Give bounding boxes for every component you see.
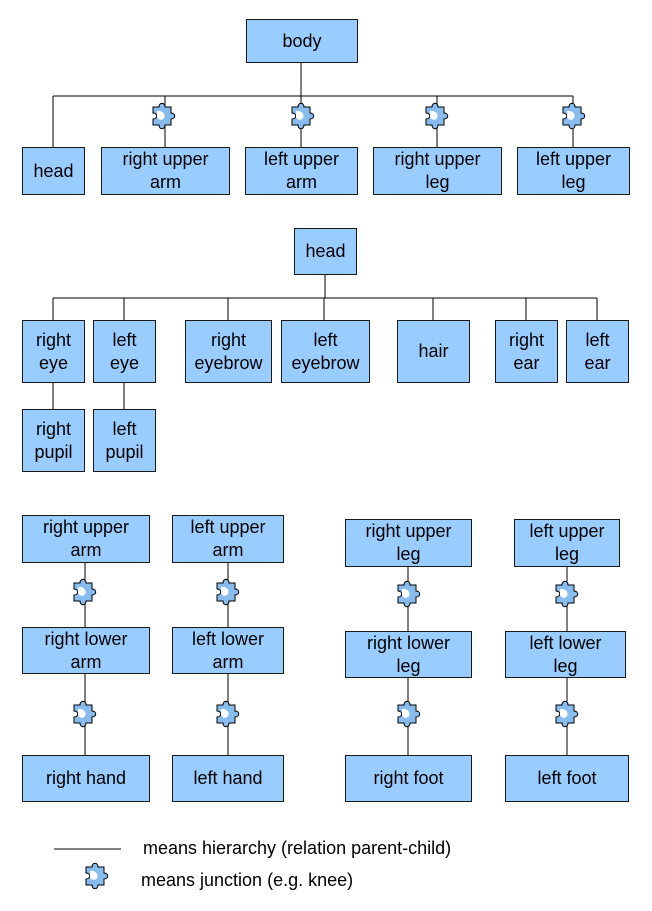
puzzle-piece-icon [152, 102, 176, 130]
puzzle-piece-icon [555, 580, 579, 608]
node-arm-right-hand: right hand [22, 755, 150, 802]
node-head: head [22, 147, 85, 195]
node-leg-right-foot: right foot [345, 755, 472, 802]
puzzle-piece-icon [425, 102, 449, 130]
puzzle-piece-icon [397, 580, 421, 608]
legend-puzzle-piece-icon [85, 862, 109, 890]
node-arm-left-lower: left lower arm [172, 627, 284, 674]
node-right-eyebrow: right eyebrow [185, 320, 272, 383]
puzzle-piece-icon [555, 700, 579, 728]
node-right-pupil: right pupil [22, 409, 85, 472]
puzzle-piece-icon [397, 700, 421, 728]
node-body: body [246, 19, 358, 63]
puzzle-piece-icon [216, 700, 240, 728]
node-leg-left-upper: left upper leg [514, 519, 620, 567]
node-left-ear: left ear [566, 320, 629, 383]
node-right-upper-leg: right upper leg [373, 147, 502, 195]
puzzle-piece-icon [73, 700, 97, 728]
node-left-eyebrow: left eyebrow [281, 320, 370, 383]
puzzle-piece-icon [562, 102, 586, 130]
node-right-ear: right ear [495, 320, 558, 383]
node-right-eye: right eye [22, 320, 85, 383]
puzzle-piece-icon [291, 102, 315, 130]
node-arm-left-upper: left upper arm [172, 515, 284, 563]
puzzle-piece-icon [216, 578, 240, 606]
node-hair: hair [397, 320, 470, 383]
node-left-upper-leg: left upper leg [517, 147, 630, 195]
node-head-root: head [294, 228, 357, 275]
node-arm-right-lower: right lower arm [22, 627, 150, 674]
node-leg-left-lower: left lower leg [505, 631, 626, 678]
node-leg-right-upper: right upper leg [345, 519, 472, 567]
node-right-upper-arm: right upper arm [101, 147, 230, 195]
puzzle-piece-icon [73, 578, 97, 606]
node-leg-left-foot: left foot [505, 755, 629, 802]
legend-junction-text: means junction (e.g. knee) [141, 870, 354, 890]
node-left-pupil: left pupil [93, 409, 156, 472]
node-left-eye: left eye [93, 320, 156, 383]
node-arm-right-upper: right upper arm [22, 515, 150, 563]
node-leg-right-lower: right lower leg [345, 631, 472, 678]
node-arm-left-hand: left hand [172, 755, 284, 802]
legend-hierarchy-text: means hierarchy (relation parent-child) [143, 838, 452, 858]
node-left-upper-arm: left upper arm [245, 147, 358, 195]
